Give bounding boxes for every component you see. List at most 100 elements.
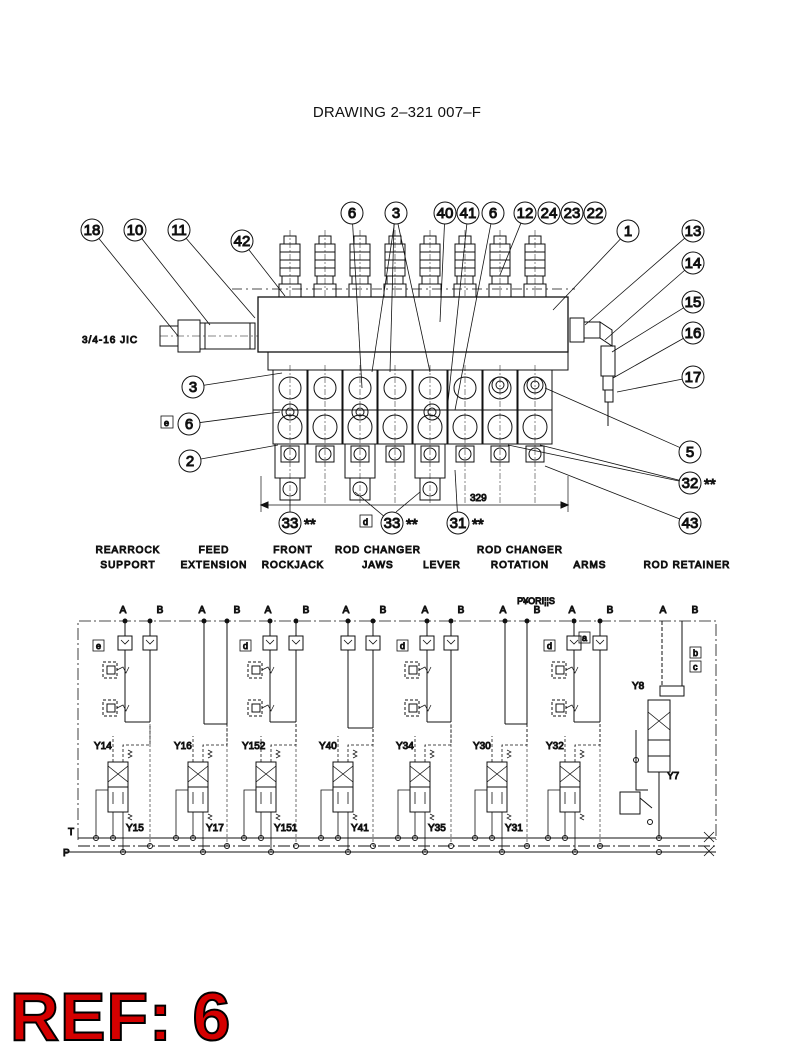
callout-bubble: 43 [544,465,702,535]
port-a-label: A [660,605,667,616]
valve-label-top: Y14 [94,741,112,752]
box-letter: d [547,641,552,651]
valve-circuit [395,618,459,855]
box-letter: b [693,648,698,658]
callout-number: 15 [685,294,702,311]
callout-marker: ** [304,516,316,533]
callout-bubble: 6 [454,201,505,411]
valve-section [517,365,553,505]
callout-number: 6 [185,416,193,433]
callout-number: 43 [682,515,699,532]
callout-bubble: 14 [604,251,705,341]
callout-bubble: 40 [433,201,457,323]
section-label-line2: ARMS [574,560,607,571]
callout-bubble: 23 [560,201,584,225]
spool-stem [278,230,302,298]
ref-stamp: REF: 6 [9,979,232,1055]
port-b-label: B [534,605,541,616]
elbow-fitting [569,317,616,426]
spool-stem [488,230,512,298]
section-label: REARROCK SUPPORT [95,545,161,572]
valve-circuit [173,618,230,855]
callout-bubble: 5 [544,387,702,464]
callout-number: 32 [682,475,699,492]
callout-number: 41 [460,205,477,222]
section-label-line2: ROTATION [491,560,549,571]
port-a-label: A [265,605,272,616]
callout-bubble: 11 [167,218,256,319]
valve-section [307,365,343,505]
port-a-label: A [500,605,507,616]
callout-bubble: 2 [178,444,279,473]
valve-circuit [92,618,158,855]
ring-fitting [491,376,509,394]
callout-marker: ** [704,476,716,493]
valve-label-top: Y40 [319,741,337,752]
callout-number: 6 [348,205,356,222]
section-label-line2: SUPPORT [100,560,155,571]
ring-fitting [281,403,299,421]
box-letter-e-upper: e [164,418,169,428]
valve-label-top: Y152 [242,741,266,752]
valve-circuit [472,618,530,855]
callout-bubble: 16 [612,321,705,379]
callout-bubble: 18 [80,218,179,337]
callout-bubble: 3 [181,372,283,399]
callout-bubble: 3 [371,201,408,373]
callout-number: 24 [541,205,558,222]
valve-label-bottom: Y151 [274,823,298,834]
callout-number: 23 [564,205,581,222]
callout-number: 1 [624,223,632,240]
schematic-header: P¥ORI¦¦S [517,596,555,606]
section-label-line2: ROD RETAINER [644,560,731,571]
callout-bubble: 13 [584,219,705,326]
rod-retainer-circuit [619,621,685,855]
valve-bank-assembly: 3/4-16 JIC 329 [82,230,616,512]
section-label-line1: REARROCK [96,545,161,556]
callout-bubble: 15 [611,290,705,353]
ring-fitting [351,403,369,421]
callout-number: 42 [234,233,251,250]
spool-stem [313,230,337,298]
rail-p-label: P [63,848,70,859]
section-label-line1: FRONT [273,545,312,556]
callout-number: 31 [450,515,467,532]
valve-label-retainer: Y7 [667,771,680,782]
section-label-line1: ROD CHANGER [335,545,421,556]
hydraulic-schematic [64,618,717,857]
callout-marker: ** [472,516,484,533]
ring-fitting [423,403,441,421]
callout-number: 33 [282,515,299,532]
spool-stem [418,230,442,298]
valve-label-bottom: Y31 [505,823,523,834]
valve-section [412,365,448,505]
valve-label-top: Y32 [546,741,564,752]
callout-number: 6 [489,205,497,222]
port-a-label: A [422,605,429,616]
callout-number: 3 [189,379,197,396]
spool-stem [523,230,547,298]
callout-marker: ** [406,516,418,533]
valve-circuit [318,618,381,855]
section-label: LEVER [423,560,461,572]
callout-bubble: 41 [447,201,480,403]
callout-number: 33 [384,515,401,532]
valve-label-bottom: Y15 [126,823,144,834]
callout-number: 3 [392,205,400,222]
box-letter: e [96,641,101,651]
callout-number: 2 [186,453,194,470]
callout-number: 10 [127,222,144,239]
callout-number: 18 [84,222,101,239]
valve-circuit [543,618,608,855]
port-a-label: A [120,605,127,616]
callout-bubble: 6 [340,201,364,389]
callout-bubble: 10 [123,218,211,326]
dimension-329 [259,476,570,512]
section-label-line2: ROCKJACK [262,560,324,571]
